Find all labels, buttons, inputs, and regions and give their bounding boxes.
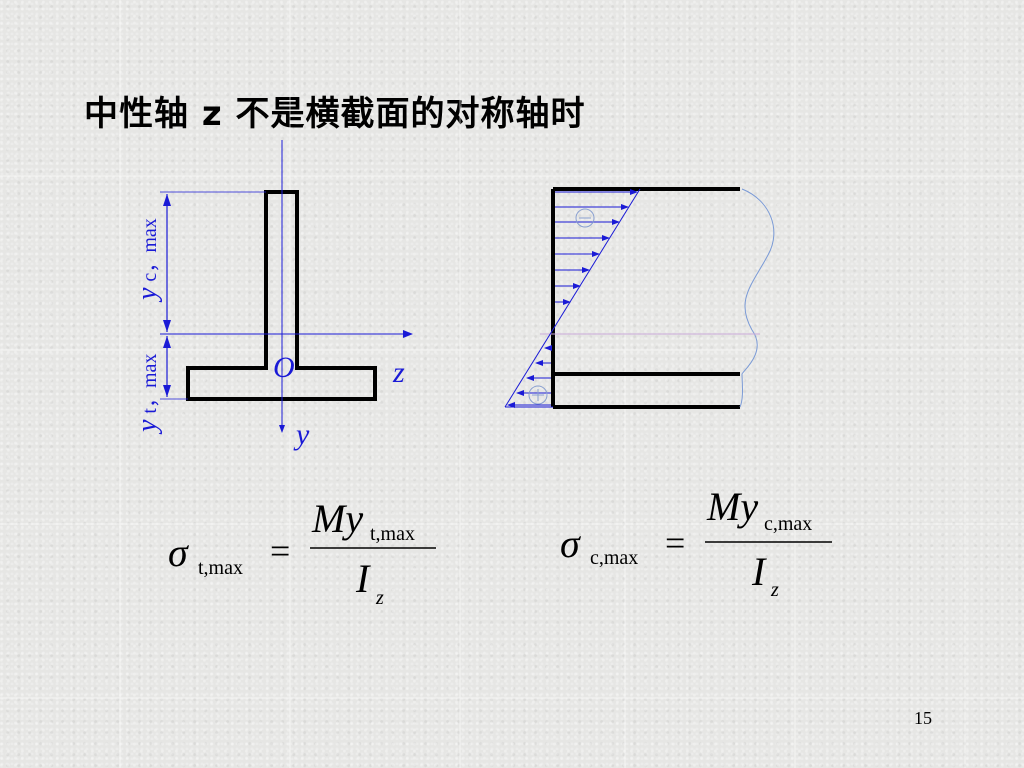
y-axis-label: y <box>293 418 310 451</box>
t-section-diagram: O z y y c，max y t，max <box>132 140 413 451</box>
yt-main: y <box>132 419 163 435</box>
break-line <box>739 188 775 408</box>
formula-compression: σ c,max = My c,max I z <box>560 484 832 601</box>
formula-tension: σ t,max = My t,max I z <box>168 496 436 609</box>
compression-sigma-subscript: c,max <box>590 547 638 569</box>
compression-denominator: I <box>751 549 767 594</box>
yc-max-label: y c，max <box>132 218 163 303</box>
svg-text:y c，max: y c，max <box>132 218 163 303</box>
yt-max-label: y t，max <box>132 354 163 435</box>
slide-title: 中性轴 z 不是横截面的对称轴时 <box>84 94 586 134</box>
yc-sub: c，max <box>139 218 161 281</box>
svg-text:y t，max: y t，max <box>132 354 163 435</box>
z-axis-label: z <box>392 356 405 389</box>
compression-denominator-subscript: z <box>770 579 779 601</box>
stress-profile-line <box>504 188 641 408</box>
tension-numerator: My <box>311 496 363 541</box>
compression-equals: = <box>665 523 685 563</box>
tension-denominator-subscript: z <box>375 587 384 609</box>
yt-sub: t，max <box>139 354 161 414</box>
compression-symbol-icon <box>575 208 595 228</box>
origin-label: O <box>273 351 295 384</box>
compression-numerator-subscript: c,max <box>764 513 812 535</box>
tension-arrows <box>507 345 552 408</box>
t-section-outline <box>186 190 377 401</box>
tension-symbol-icon <box>528 385 548 405</box>
compression-arrows <box>555 189 638 305</box>
tension-equals: = <box>270 531 290 571</box>
tension-sigma: σ <box>168 530 189 575</box>
page-number: 15 <box>914 708 932 728</box>
tension-numerator-subscript: t,max <box>370 523 415 545</box>
tension-sigma-subscript: t,max <box>198 557 243 579</box>
yc-main: y <box>132 287 163 303</box>
tension-denominator: I <box>355 556 371 601</box>
stress-distribution-diagram <box>504 187 775 409</box>
compression-numerator: My <box>706 484 758 529</box>
compression-sigma: σ <box>560 521 581 566</box>
